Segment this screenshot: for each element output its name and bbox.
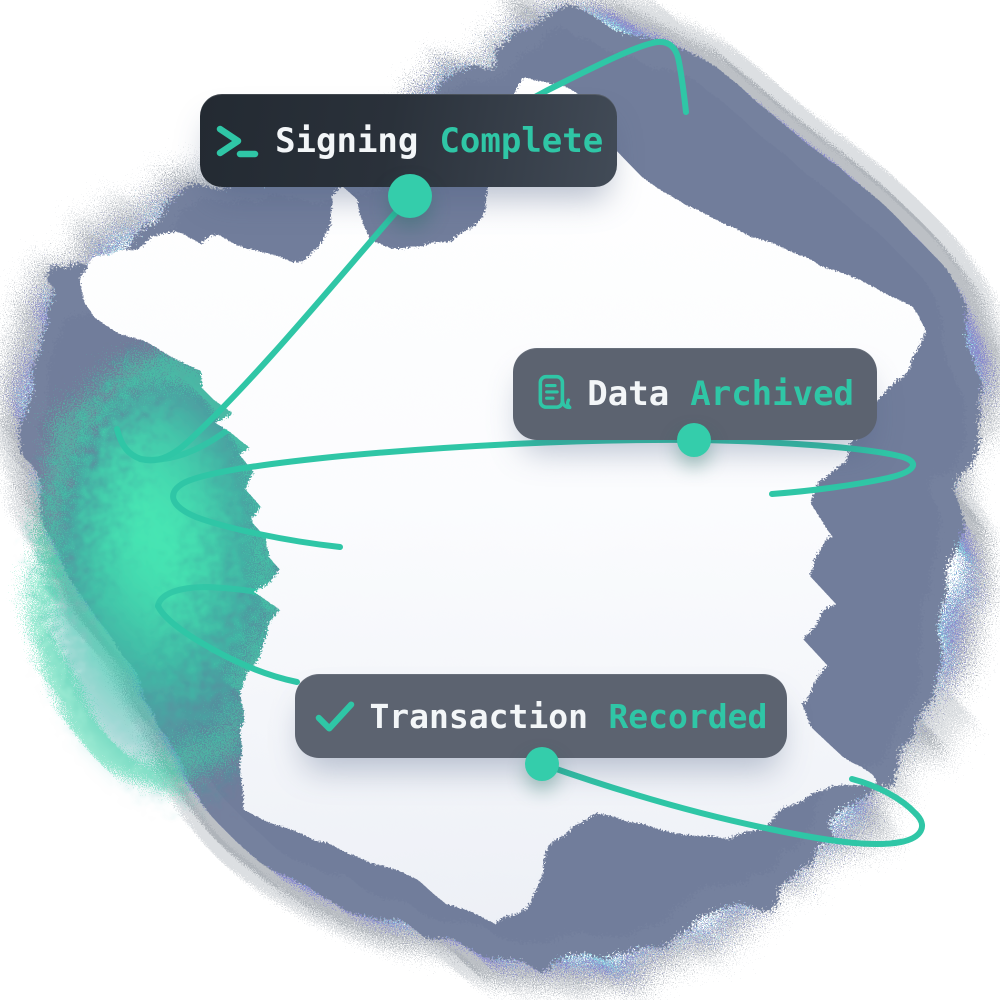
badge-label-secondary: Recorded bbox=[608, 696, 768, 736]
orbit-line-3-right bbox=[539, 761, 925, 848]
connector-dot bbox=[677, 423, 711, 457]
receipt-icon bbox=[536, 373, 572, 415]
badge-label-primary: Transaction bbox=[369, 696, 588, 736]
glow-spray bbox=[31, 353, 285, 787]
orbit-line-3-return bbox=[155, 583, 273, 609]
connector-dot bbox=[525, 747, 559, 781]
orbit-line-2 bbox=[170, 436, 917, 550]
status-badge-transaction-recorded: Transaction Recorded bbox=[295, 674, 787, 781]
check-icon bbox=[315, 699, 355, 733]
badge-label-secondary: Archived bbox=[690, 374, 855, 414]
badge-label-primary: Signing bbox=[275, 120, 419, 161]
badge-label-primary: Data bbox=[587, 374, 670, 414]
status-badge-signing-complete: Signing Complete bbox=[200, 94, 617, 218]
connector-dot bbox=[388, 174, 432, 218]
badge-label-secondary: Complete bbox=[439, 120, 604, 161]
terminal-prompt-icon bbox=[214, 121, 260, 161]
status-badge-data-archived: Data Archived bbox=[513, 348, 877, 457]
orbit-line-3-left bbox=[155, 603, 300, 685]
